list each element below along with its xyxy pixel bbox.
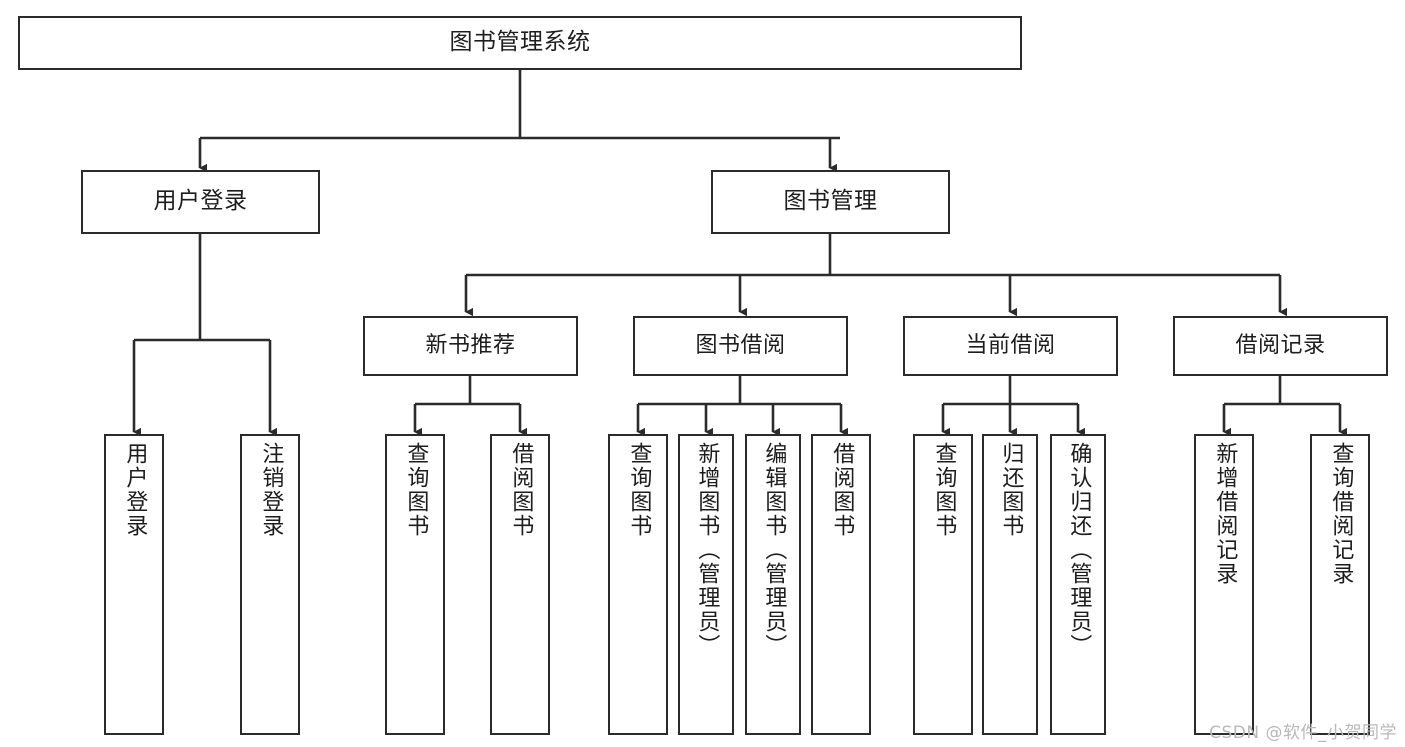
leaf-records-add-record[interactable]: 新增借阅记录 — [1194, 434, 1254, 735]
leaf-current-query-book[interactable]: 查询图书 — [913, 434, 973, 735]
node-book-management[interactable]: 图书管理 — [711, 170, 950, 234]
leaf-new-book-borrow-book[interactable]: 借阅图书 — [490, 434, 550, 735]
leaf-user-login-logout-label: 注销登录 — [258, 442, 284, 538]
node-book-borrow-label: 图书借阅 — [695, 333, 786, 359]
node-book-management-label: 图书管理 — [783, 188, 878, 215]
leaf-borrow-borrow-book[interactable]: 借阅图书 — [811, 434, 871, 735]
node-borrow-records-label: 借阅记录 — [1235, 333, 1326, 359]
node-root-label: 图书管理系统 — [449, 29, 591, 56]
leaf-user-login-login[interactable]: 用户登录 — [104, 434, 164, 735]
node-current-borrow-label: 当前借阅 — [965, 333, 1056, 359]
leaf-borrow-edit-book-admin-label: 编辑图书（管理员） — [761, 442, 787, 658]
node-new-book-recommend-label: 新书推荐 — [425, 333, 516, 359]
leaf-user-login-login-label: 用户登录 — [122, 442, 148, 538]
node-user-login-label: 用户登录 — [153, 188, 248, 215]
leaf-current-confirm-return-admin[interactable]: 确认归还（管理员） — [1050, 434, 1106, 735]
leaf-borrow-edit-book-admin[interactable]: 编辑图书（管理员） — [745, 434, 801, 735]
leaf-borrow-query-book-label: 查询图书 — [626, 442, 652, 538]
node-new-book-recommend[interactable]: 新书推荐 — [363, 316, 578, 376]
leaf-borrow-query-book[interactable]: 查询图书 — [608, 434, 668, 735]
leaf-new-book-query-book[interactable]: 查询图书 — [385, 434, 445, 735]
node-book-borrow[interactable]: 图书借阅 — [633, 316, 848, 376]
leaf-borrow-add-book-admin-label: 新增图书（管理员） — [694, 442, 720, 658]
leaf-new-book-query-book-label: 查询图书 — [403, 442, 429, 538]
leaf-borrow-borrow-book-label: 借阅图书 — [829, 442, 855, 538]
node-current-borrow[interactable]: 当前借阅 — [903, 316, 1118, 376]
leaf-borrow-add-book-admin[interactable]: 新增图书（管理员） — [678, 434, 734, 735]
node-root-book-management-system[interactable]: 图书管理系统 — [18, 16, 1022, 70]
node-borrow-records[interactable]: 借阅记录 — [1173, 316, 1388, 376]
leaf-records-query-record-label: 查询借阅记录 — [1328, 442, 1354, 586]
leaf-user-login-logout[interactable]: 注销登录 — [240, 434, 300, 735]
leaf-current-query-book-label: 查询图书 — [931, 442, 957, 538]
leaf-records-query-record[interactable]: 查询借阅记录 — [1310, 434, 1370, 735]
leaf-new-book-borrow-book-label: 借阅图书 — [508, 442, 534, 538]
node-user-login[interactable]: 用户登录 — [81, 170, 320, 234]
leaf-current-return-book-label: 归还图书 — [998, 442, 1024, 538]
leaf-current-return-book[interactable]: 归还图书 — [982, 434, 1038, 735]
leaf-records-add-record-label: 新增借阅记录 — [1212, 442, 1238, 586]
watermark-text: CSDN @软件_小贺同学 — [1209, 723, 1397, 743]
leaf-current-confirm-return-admin-label: 确认归还（管理员） — [1066, 442, 1092, 658]
